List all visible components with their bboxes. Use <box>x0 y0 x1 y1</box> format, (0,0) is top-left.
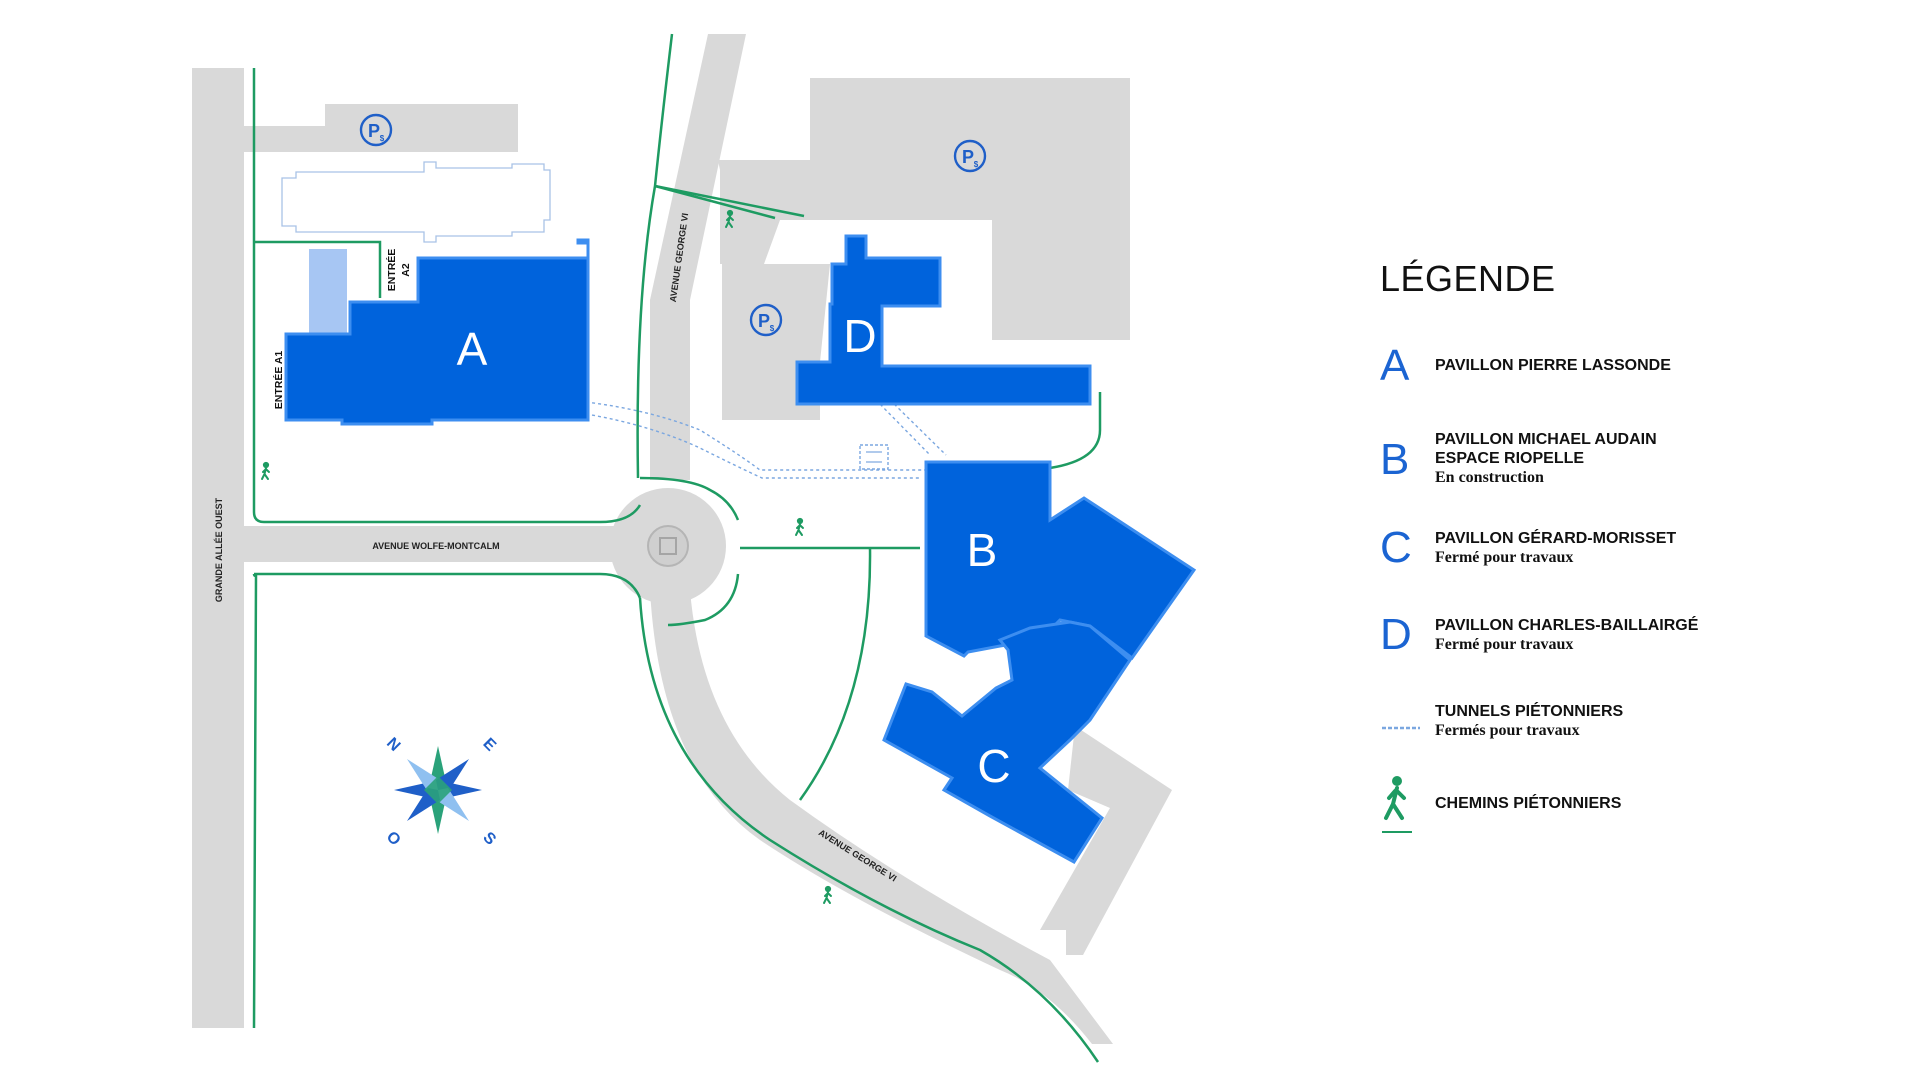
pedestrian-icon <box>795 517 804 536</box>
legend-name-a: PAVILLON PIERRE LASSONDE <box>1435 357 1671 374</box>
compass-east: E <box>479 735 499 755</box>
legend-note-d: Fermé pour travaux <box>1435 636 1574 653</box>
pedestrian-tunnels <box>585 399 947 479</box>
parking-lot-northeast <box>718 78 1130 340</box>
entrance-a2-label-line1: ENTRÉE <box>385 249 398 292</box>
building-a-label: A <box>457 323 488 375</box>
entrance-a2-label-line2: A2 <box>400 263 412 277</box>
legend-name-paths: CHEMINS PIÉTONNIERS <box>1435 795 1622 812</box>
legend-name-c: PAVILLON GÉRARD-MORISSET <box>1435 530 1677 547</box>
buildings <box>284 234 1197 864</box>
legend-title: LÉGENDE <box>1380 258 1556 299</box>
road-george-vi-south <box>650 590 1113 1044</box>
parking-lot-southeast <box>1040 726 1172 955</box>
building-c-label: C <box>977 740 1010 792</box>
pedestrian-walker-icon <box>1380 774 1420 844</box>
building-d <box>795 234 1092 406</box>
road-george-vi-north <box>650 34 746 480</box>
pedestrian-icon <box>823 885 832 904</box>
legend-name-b-line2: ESPACE RIOPELLE <box>1435 450 1585 467</box>
compass-south: S <box>479 829 499 849</box>
parking-marker-northeast[interactable]: P $ <box>953 139 987 173</box>
legend-name-d: PAVILLON CHARLES-BAILLAIRGÉ <box>1435 617 1699 634</box>
parking-fee-icon: $ <box>770 324 775 333</box>
chapel-outline <box>281 161 551 243</box>
building-d-label: D <box>843 310 876 362</box>
legend-key-a: A <box>1380 341 1410 390</box>
map-legend: LÉGENDE A PAVILLON PIERRE LASSONDE B PAV… <box>1380 258 1800 833</box>
parking-lot-northwest <box>325 104 518 152</box>
legend-note-b: En construction <box>1435 469 1544 486</box>
legend-name-tunnels: TUNNELS PIÉTONNIERS <box>1435 703 1624 720</box>
pedestrian-icon <box>261 461 270 480</box>
compass-north: N <box>383 735 403 755</box>
road-grande-allee <box>192 68 244 1028</box>
roundabout-center <box>647 525 689 567</box>
legend-note-tunnels: Fermés pour travaux <box>1435 722 1580 739</box>
compass-rose: N E S O <box>383 735 499 850</box>
legend-name-b-line1: PAVILLON MICHAEL AUDAIN <box>1435 431 1657 448</box>
building-b-label: B <box>967 524 998 576</box>
parking-icon: P <box>758 311 770 331</box>
tunnel-dashed-line-icon <box>1380 702 1420 746</box>
parking-lot-north <box>244 126 326 152</box>
parking-marker-northwest[interactable]: P $ <box>359 113 393 147</box>
pedestrian-paths <box>252 33 1102 1063</box>
legend-key-d: D <box>1380 610 1412 659</box>
building-a <box>284 238 590 426</box>
annex-light-block <box>309 249 347 333</box>
legend-key-c: C <box>1380 523 1412 572</box>
parking-fee-icon: $ <box>974 160 979 169</box>
legend-key-b: B <box>1380 435 1410 484</box>
compass-west: O <box>383 828 404 849</box>
entrance-a1-label: ENTRÉE A1 <box>272 351 285 410</box>
road-wolfe-montcalm <box>244 526 644 562</box>
legend-note-c: Fermé pour travaux <box>1435 549 1574 566</box>
parking-icon: P <box>962 147 974 167</box>
parking-icon: P <box>368 121 380 141</box>
parking-fee-icon: $ <box>380 134 385 143</box>
roads <box>192 34 1172 1044</box>
building-c <box>882 620 1132 864</box>
parking-marker-east[interactable]: P $ <box>749 303 783 337</box>
road-label-grande-allee: GRANDE ALLÉE OUEST <box>214 497 224 602</box>
roundabout-center-mark <box>659 537 677 555</box>
road-label-wolfe-montcalm: AVENUE WOLFE-MONTCALM <box>372 541 499 551</box>
